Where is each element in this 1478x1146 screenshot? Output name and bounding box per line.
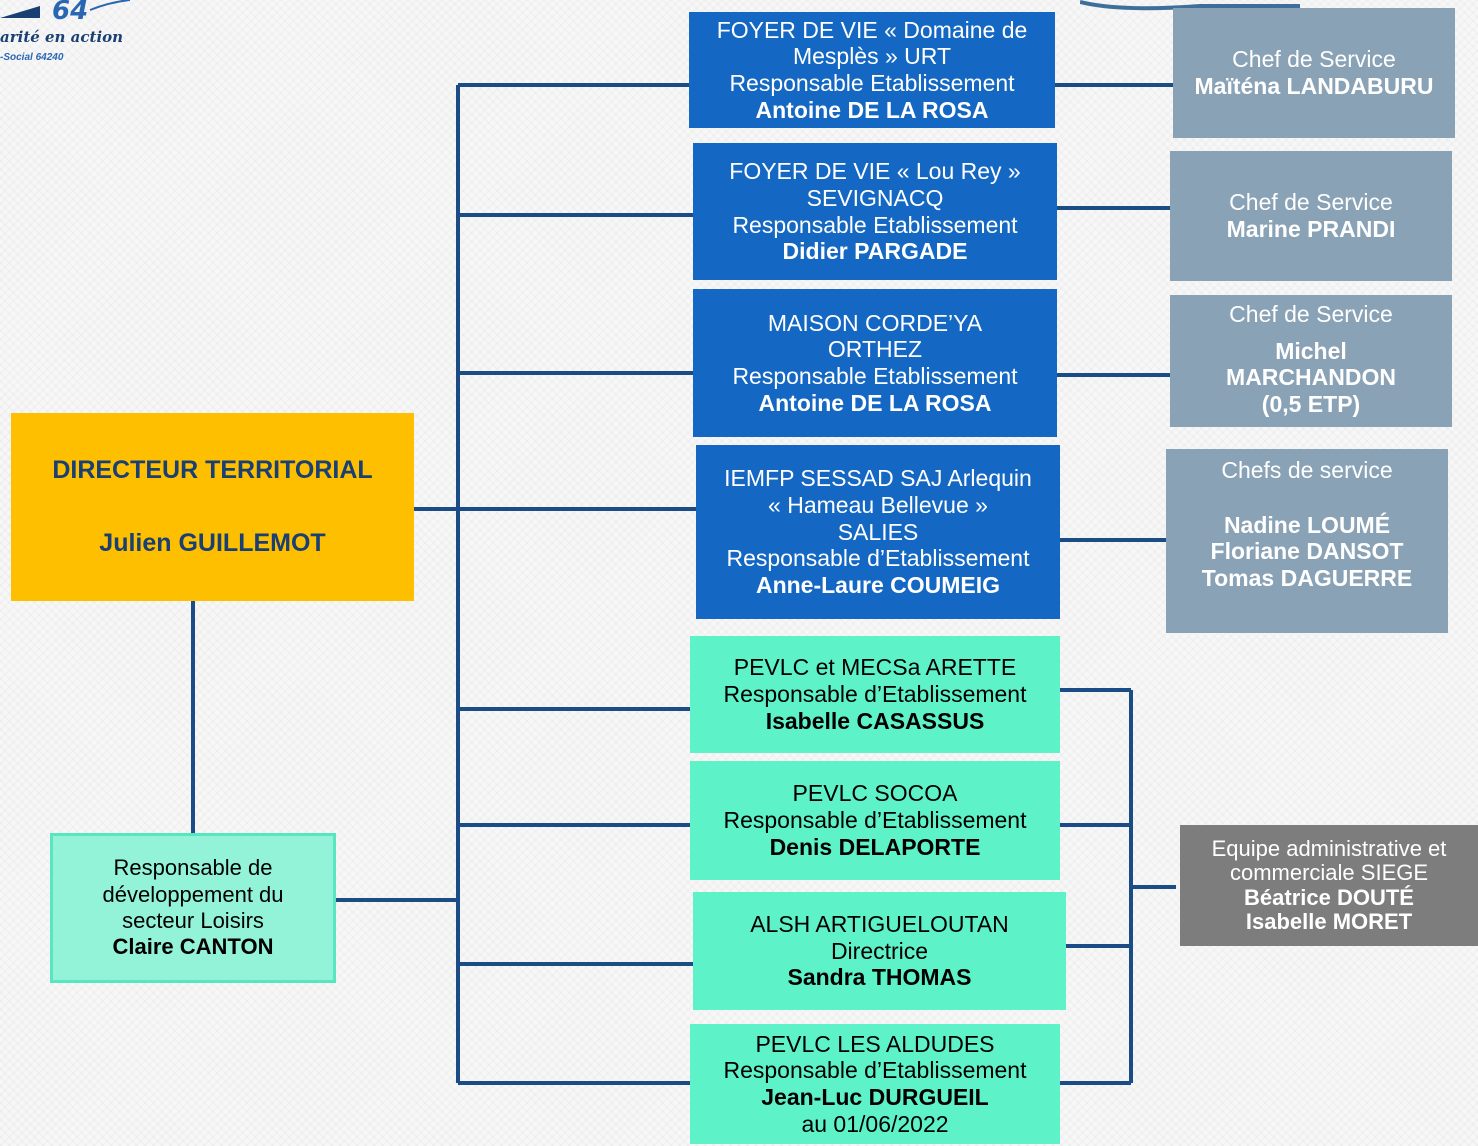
leisure-line: PEVLC et MECSa ARETTE <box>733 654 1017 681</box>
establishment-manager-name: Antoine DE LA ROSA <box>755 96 989 123</box>
chef-name: MARCHANDON <box>1226 364 1396 391</box>
establishment-box-sevignacq: FOYER DE VIE « Lou Rey » SEVIGNACQ Respo… <box>693 143 1057 280</box>
leisure-line: PEVLC LES ALDUDES <box>755 1030 995 1057</box>
chef-box-urt: Chef de Service Maïténa LANDABURU <box>1173 8 1455 138</box>
leisure-box-aldudes: PEVLC LES ALDUDES Responsable d’Etabliss… <box>690 1024 1060 1144</box>
admin-team-box: Equipe administrative et commerciale SIE… <box>1180 825 1478 946</box>
chef-name: Maïténa LANDABURU <box>1194 73 1434 99</box>
leisure-manager-name: Isabelle CASASSUS <box>765 707 985 734</box>
leisure-role: Responsable d’Etablissement <box>723 681 1027 708</box>
establishment-line: MAISON CORDE’YA <box>767 309 983 336</box>
loisirs-role-line-3: secteur Loisirs <box>122 908 264 933</box>
chef-name: Nadine LOUMÉ <box>1223 511 1391 538</box>
chef-name: Marine PRANDI <box>1226 216 1396 242</box>
chef-role: Chef de Service <box>1229 301 1393 327</box>
establishment-manager-name: Antoine DE LA ROSA <box>758 389 992 416</box>
loisirs-manager-box: Responsable de développement du secteur … <box>50 833 336 983</box>
leisure-box-arette: PEVLC et MECSa ARETTE Responsable d’Etab… <box>690 636 1060 753</box>
admin-member-name: Béatrice DOUTÉ <box>1244 884 1414 910</box>
establishment-line: FOYER DE VIE « Lou Rey » <box>729 158 1021 185</box>
establishment-box-orthez: MAISON CORDE’YA ORTHEZ Responsable Etabl… <box>693 289 1057 437</box>
establishment-line: ORTHEZ <box>827 336 923 363</box>
chef-role: Chefs de service <box>1221 457 1393 483</box>
admin-member-name: Isabelle MORET <box>1245 908 1413 934</box>
establishment-line: IEMFP SESSAD SAJ Arlequin <box>724 465 1032 492</box>
chef-box-orthez: Chef de Service Michel MARCHANDON (0,5 E… <box>1170 295 1452 427</box>
leisure-line: ALSH ARTIGUELOUTAN <box>750 910 1009 937</box>
establishment-manager-name: Anne-Laure COUMEIG <box>755 572 1001 598</box>
leisure-line: PEVLC SOCOA <box>792 780 958 807</box>
loisirs-role-line-1: Responsable de <box>113 855 273 881</box>
chef-name: Tomas DAGUERRE <box>1201 565 1413 592</box>
establishment-line: SALIES <box>837 518 919 545</box>
logo-mark-icon <box>0 0 130 18</box>
header-swoosh-icon <box>1080 0 1300 11</box>
leisure-role: Responsable d’Etablissement <box>723 1057 1027 1084</box>
establishment-box-urt: FOYER DE VIE « Domaine de Mesplès » URT … <box>689 12 1055 128</box>
director-box: DIRECTEUR TERRITORIAL Julien GUILLEMOT <box>11 413 414 601</box>
establishment-manager-name: Didier PARGADE <box>782 238 968 265</box>
chef-box-sevignacq: Chef de Service Marine PRANDI <box>1170 151 1452 281</box>
chef-role: Chef de Service <box>1229 189 1393 216</box>
chef-name-note: (0,5 ETP) <box>1261 391 1361 418</box>
leisure-manager-name: Denis DELAPORTE <box>769 833 981 860</box>
establishment-role: Responsable d’Etablissement <box>726 545 1030 572</box>
director-name: Julien GUILLEMOT <box>99 529 326 557</box>
admin-team-line: Equipe administrative et <box>1211 836 1447 862</box>
leisure-start-date: au 01/06/2022 <box>801 1110 949 1137</box>
establishment-role: Responsable Etablissement <box>732 363 1018 389</box>
leisure-manager-name: Jean-Luc DURGUEIL <box>761 1084 989 1110</box>
leisure-role: Directrice <box>830 937 929 964</box>
director-title: DIRECTEUR TERRITORIAL <box>52 456 373 484</box>
establishment-role: Responsable Etablissement <box>732 211 1018 238</box>
logo-tagline: arité en action <box>0 28 124 46</box>
admin-team-line: commerciale SIEGE <box>1229 860 1429 886</box>
logo-subline: -Social 64240 <box>0 52 64 63</box>
leisure-role: Responsable d’Etablissement <box>723 807 1027 834</box>
chef-name: Floriane DANSOT <box>1210 538 1404 565</box>
leisure-manager-name: Sandra THOMAS <box>787 964 972 991</box>
establishment-box-salies: IEMFP SESSAD SAJ Arlequin « Hameau Belle… <box>696 445 1060 619</box>
chef-role: Chef de Service <box>1232 46 1396 73</box>
logo-number: 64 <box>52 0 89 26</box>
organization-logo: 64 arité en action -Social 64240 <box>0 0 130 72</box>
loisirs-role-line-2: développement du <box>102 881 284 907</box>
establishment-role: Responsable Etablissement <box>729 70 1015 96</box>
chef-name: Michel <box>1275 337 1347 364</box>
leisure-box-socoa: PEVLC SOCOA Responsable d’Etablissement … <box>690 761 1060 880</box>
establishment-line: Mesplès » URT <box>792 43 952 70</box>
leisure-box-artigueloutan: ALSH ARTIGUELOUTAN Directrice Sandra THO… <box>693 892 1066 1010</box>
establishment-line: SEVIGNACQ <box>806 184 944 211</box>
chef-box-salies: Chefs de service Nadine LOUMÉ Floriane D… <box>1166 449 1448 633</box>
establishment-line: « Hameau Bellevue » <box>768 491 988 518</box>
loisirs-manager-name: Claire CANTON <box>112 934 274 960</box>
establishment-line: FOYER DE VIE « Domaine de <box>716 16 1028 43</box>
